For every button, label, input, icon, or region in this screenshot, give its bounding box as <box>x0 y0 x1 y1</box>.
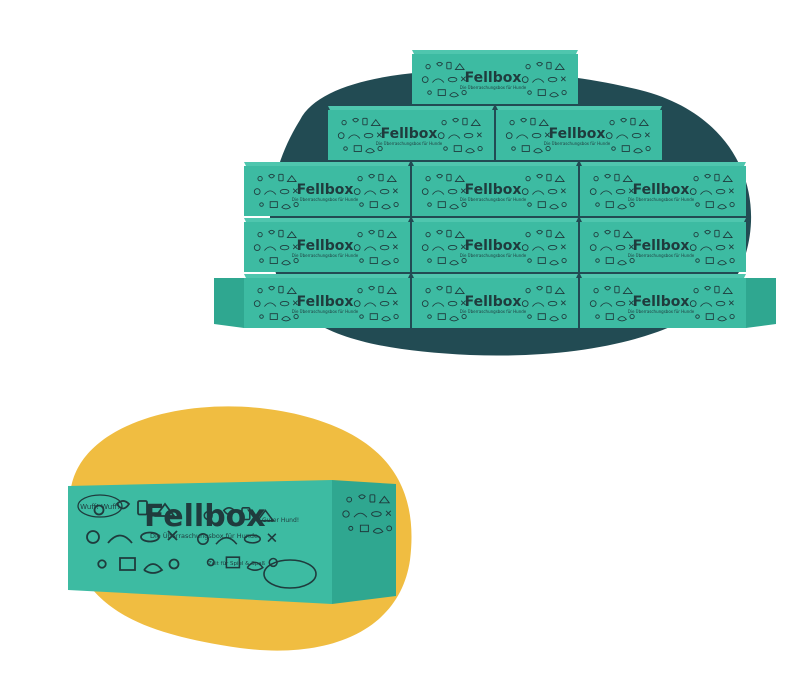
stack-box-top <box>244 218 410 222</box>
stack-box-brand: Fellbox <box>633 238 690 254</box>
note-text: Zeit für Spiel & Spaß <box>208 561 266 567</box>
stack-box-brand: Fellbox <box>297 182 354 198</box>
stack-box-side <box>746 278 776 328</box>
stack-box-brand: Fellbox <box>297 238 354 254</box>
single-box: Wuff! Wuff! Fellbox Die Überraschungsbox… <box>68 480 396 604</box>
stack-box-brand: Fellbox <box>465 70 522 86</box>
stack-box-tagline: Die Überraschungsbox für Hunde <box>376 141 443 146</box>
stack-box-tagline: Die Überraschungsbox für Hunde <box>460 309 527 314</box>
stack-box-brand: Fellbox <box>549 126 606 142</box>
stack-box-top <box>580 162 746 166</box>
stack-box-tagline: Die Überraschungsbox für Hunde <box>628 197 695 202</box>
stack-box-brand: Fellbox <box>465 182 522 198</box>
stack-box-tagline: Die Überraschungsbox für Hunde <box>460 253 527 258</box>
stack-box-top <box>244 162 410 166</box>
stack-box-top <box>412 50 578 54</box>
stack-box-tagline: Die Überraschungsbox für Hunde <box>292 197 359 202</box>
stack-box-tagline: Die Überraschungsbox für Hunde <box>292 253 359 258</box>
stack-box-top <box>412 162 578 166</box>
stack-box-brand: Fellbox <box>633 294 690 310</box>
stack-box-tagline: Die Überraschungsbox für Hunde <box>544 141 611 146</box>
stack-box-top <box>412 218 578 222</box>
stack-box-tagline: Die Überraschungsbox für Hunde <box>628 253 695 258</box>
stack-box-brand: Fellbox <box>465 294 522 310</box>
stack-box-top <box>580 274 746 278</box>
stack-box-tagline: Die Überraschungsbox für Hunde <box>460 197 527 202</box>
single-box-brand: Fellbox <box>144 499 266 534</box>
stack-box-top <box>496 106 662 110</box>
stack-box-top <box>328 106 494 110</box>
stack-box-brand: Fellbox <box>633 182 690 198</box>
stack-box-tagline: Die Überraschungsbox für Hunde <box>460 85 527 90</box>
stack-box-top <box>580 218 746 222</box>
stack-box-tagline: Die Überraschungsbox für Hunde <box>628 309 695 314</box>
stack-box-top <box>412 274 578 278</box>
dog-bed-icon <box>263 559 317 589</box>
bubble-text: Wuff! Wuff! <box>80 503 120 511</box>
stack-box-top <box>244 274 410 278</box>
stack-box-brand: Fellbox <box>465 238 522 254</box>
stack-box-side <box>214 278 244 328</box>
stack-box-brand: Fellbox <box>297 294 354 310</box>
speech-text: Guter Hund! <box>262 517 299 524</box>
single-box-tagline: Die Überraschungsbox für Hunde <box>150 531 258 540</box>
bubble-shape <box>77 494 123 518</box>
stack-box-tagline: Die Überraschungsbox für Hunde <box>292 309 359 314</box>
stack-box-brand: Fellbox <box>381 126 438 142</box>
